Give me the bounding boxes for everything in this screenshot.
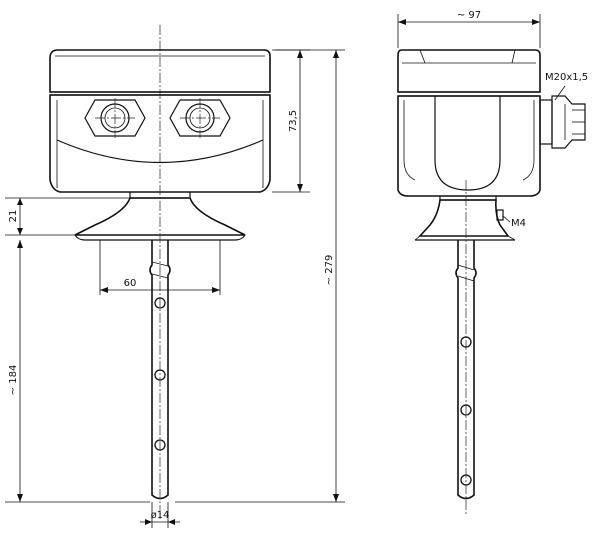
dim-housing-height: 73,5: [288, 110, 299, 132]
label-screw: M4: [511, 218, 526, 229]
side-flange: [418, 199, 510, 237]
dim-side-width: ~ 97: [457, 10, 481, 21]
dim-flange-height: 21: [8, 210, 19, 223]
label-gland-thread: M20x1,5: [545, 72, 588, 83]
side-cable-gland: [539, 95, 586, 149]
dim-total-height: ~ 279: [324, 255, 335, 286]
front-view: [49, 25, 271, 520]
side-housing-lid: [397, 49, 541, 93]
side-recess: [434, 96, 501, 191]
front-housing-body: [49, 94, 271, 193]
front-dimensions: 73,5 ~ 279 21 ~ 184 60 ø14: [5, 49, 345, 528]
dim-stem-diameter: ø14: [151, 510, 170, 521]
side-view: M20x1,5 M4: [397, 49, 588, 515]
dim-flange-width: 60: [124, 278, 137, 289]
cable-gland-left: [84, 98, 146, 138]
side-housing-body: [397, 95, 541, 197]
side-screw: [496, 209, 504, 221]
dim-stem-length: ~ 184: [8, 365, 19, 396]
side-dimensions: ~ 97: [397, 10, 541, 48]
cable-gland-right: [169, 98, 231, 138]
